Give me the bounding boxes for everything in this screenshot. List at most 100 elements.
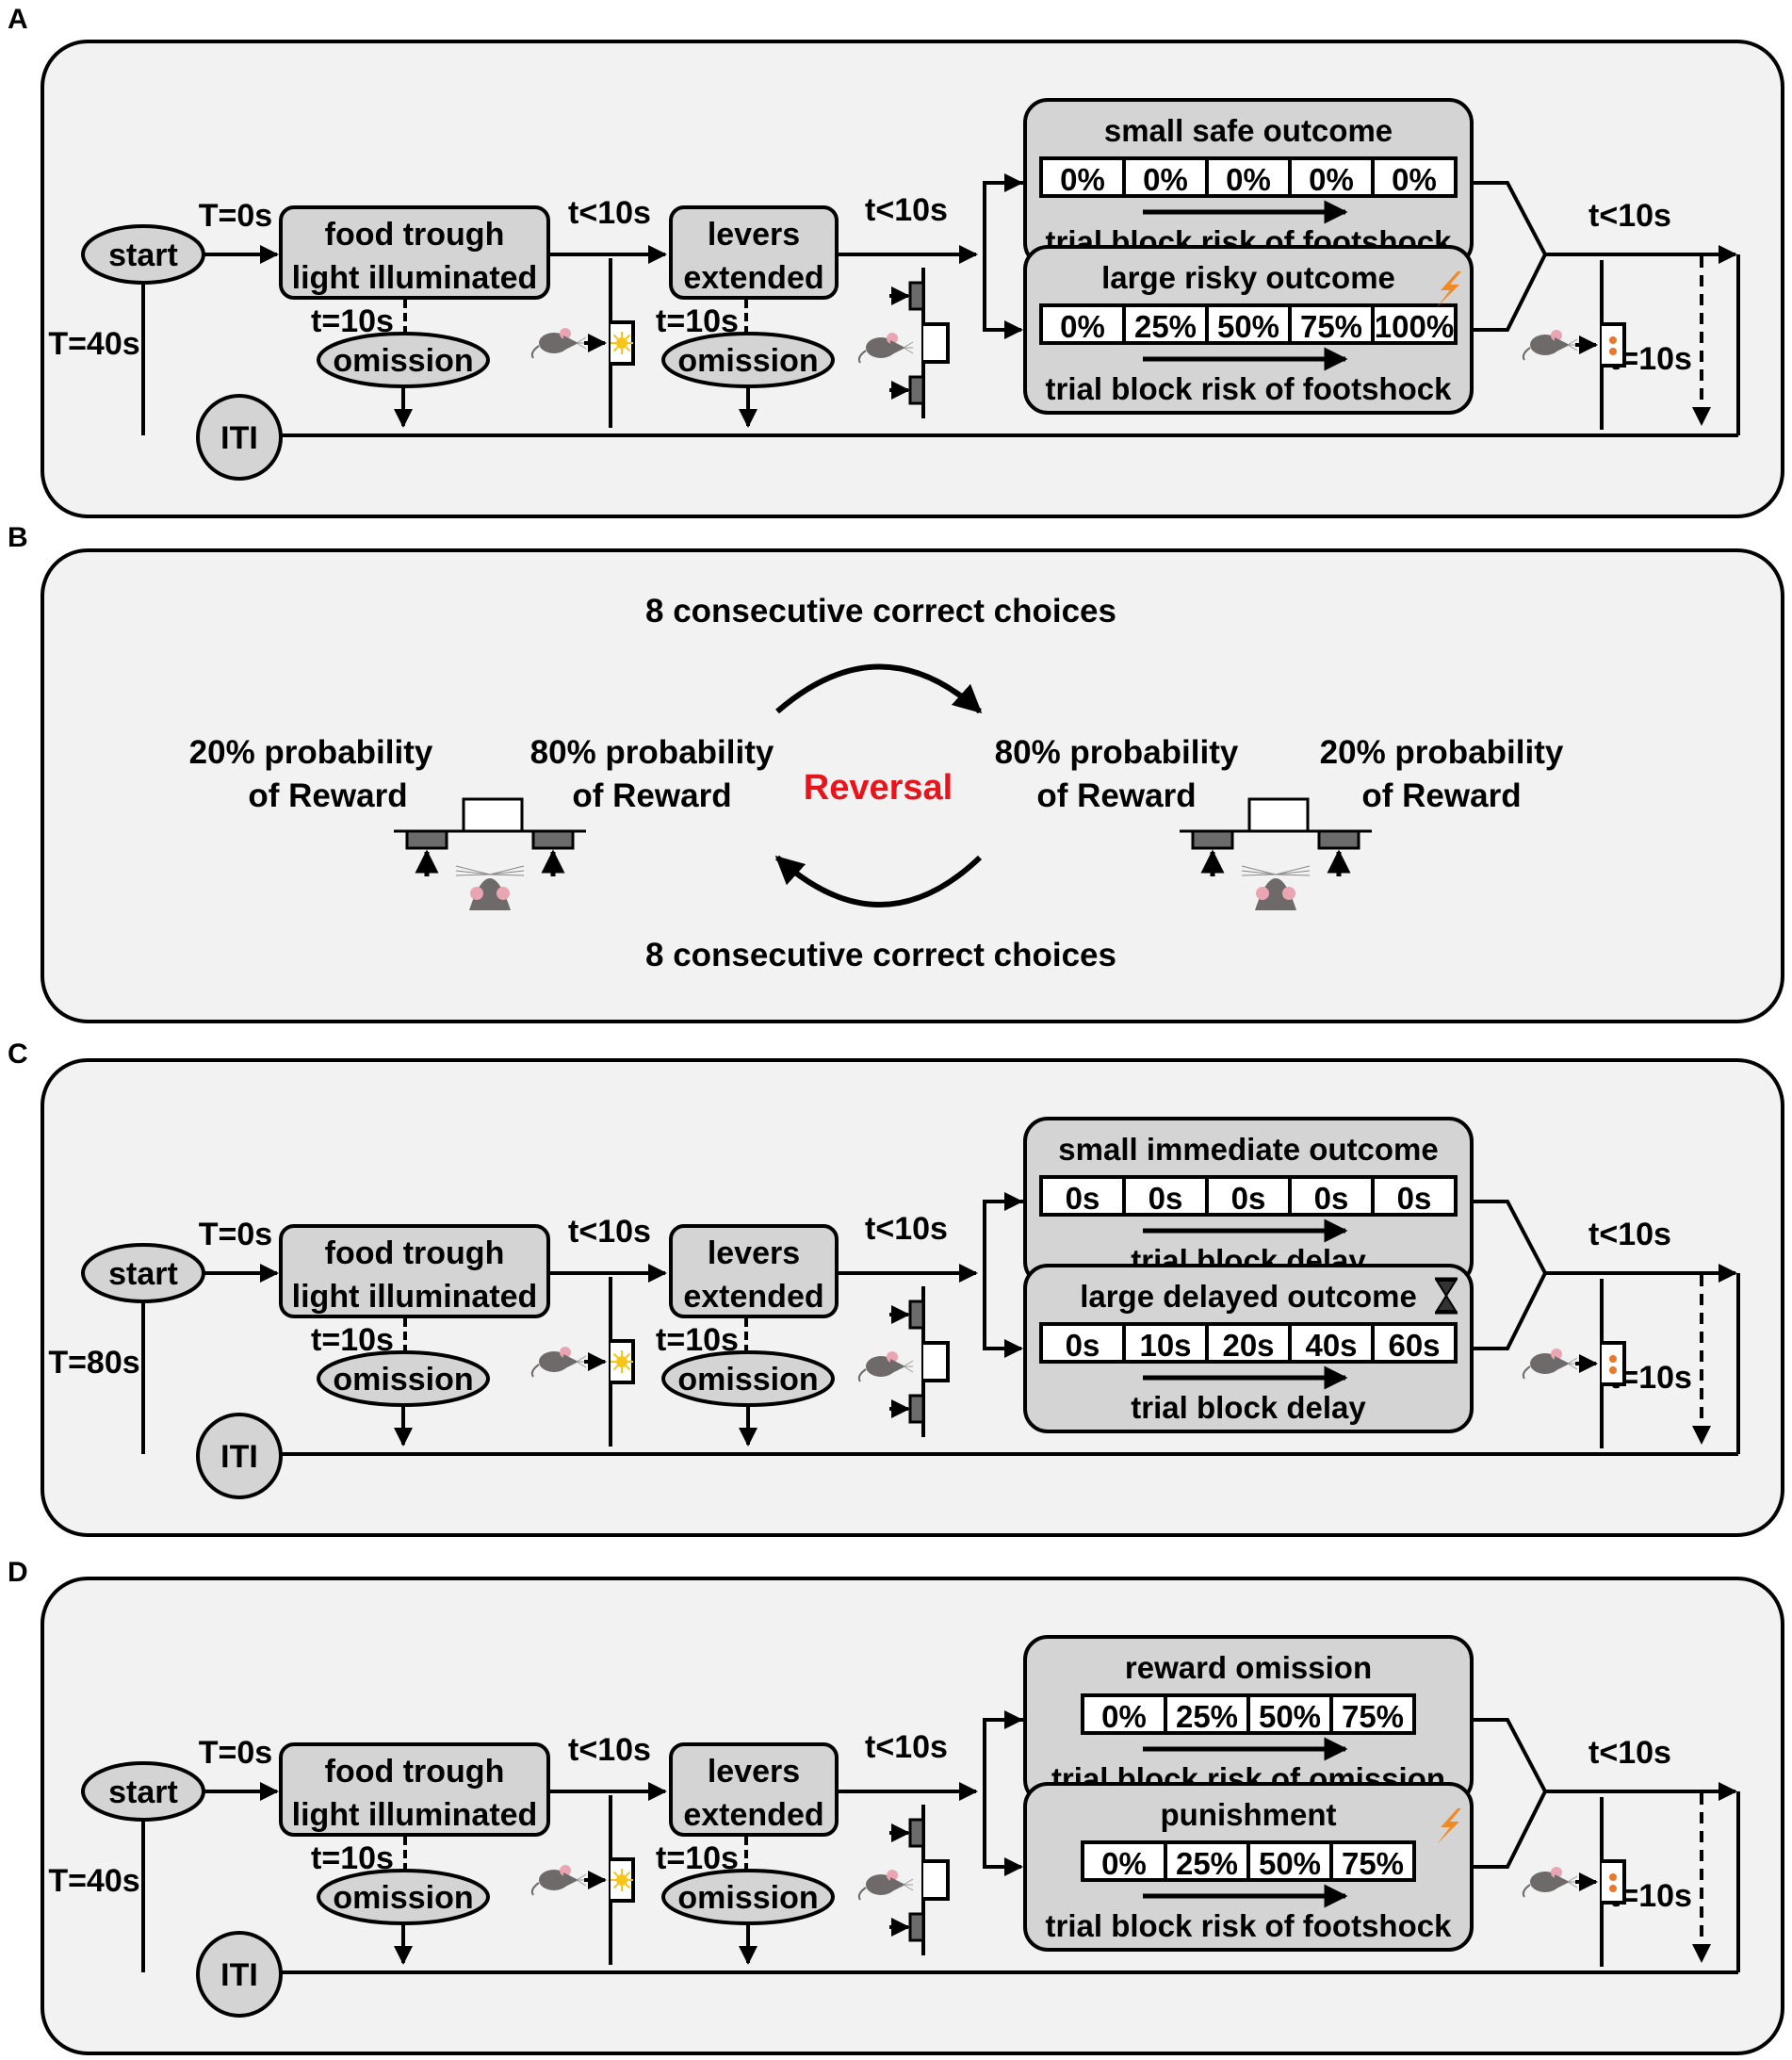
mouse-icon (857, 1870, 914, 1901)
block-cell (1164, 1693, 1250, 1735)
light-ray (625, 1883, 631, 1889)
block-cell (1288, 156, 1375, 198)
right-setup-left-label-line2: of Reward (1036, 777, 1196, 814)
bottom-outcome-footer: trial block risk of footshock (1046, 1908, 1453, 1943)
block-cell-label: 0% (1060, 309, 1105, 344)
block-cell (1371, 156, 1458, 198)
bottom-outcome-footer: trial block delay (1131, 1390, 1366, 1425)
lever-icon (1191, 829, 1234, 850)
food-trough (1602, 322, 1626, 368)
mouse-ear (560, 1865, 571, 1876)
panel-letter-d: D (8, 1557, 28, 1588)
light-icon (611, 332, 633, 354)
block-cell-label: 0% (1060, 162, 1105, 197)
mouse-whisker (455, 865, 491, 875)
omission2-label: omission (677, 1880, 818, 1916)
reversal-arrow-bottom (774, 855, 983, 907)
mouse-tail (857, 1368, 867, 1382)
start-label: start (108, 1256, 178, 1292)
light-ray (612, 1871, 619, 1877)
mouse-ear (887, 1351, 898, 1363)
block-cell (1329, 1693, 1416, 1735)
mouse-whisker (576, 1361, 587, 1368)
right-setup-left-label-line1: 80% probability (995, 734, 1239, 771)
food-trough (923, 1859, 950, 1901)
t-cycle-label: T=40s (48, 326, 139, 362)
mouse-whisker (1241, 870, 1277, 875)
t-cycle-label: T=80s (48, 1345, 139, 1381)
pellet-icon (1609, 1355, 1617, 1363)
block-cell (1039, 303, 1126, 345)
mouse-ear (560, 328, 571, 339)
block-cell-label: 0% (1143, 162, 1188, 197)
light-ray (612, 334, 619, 340)
light-ray (625, 1871, 631, 1877)
mouse-ear (1551, 1349, 1562, 1360)
block-cell-label: 100% (1375, 309, 1454, 344)
block-cell-label: 0% (1226, 162, 1271, 197)
mouse-icon (530, 1347, 587, 1378)
t3-label: t<10s (1588, 1217, 1671, 1252)
block-cell (1371, 1322, 1458, 1364)
mouse-ear (887, 1870, 898, 1881)
mouse-ear (560, 1347, 571, 1358)
block-cell (1039, 156, 1126, 198)
mouse-whisker (1275, 865, 1311, 875)
mouse-body (866, 1356, 896, 1377)
mouse-whisker (576, 1873, 587, 1881)
levers-box (669, 1224, 839, 1318)
mouse-head (563, 1872, 578, 1888)
right-setup-right-label-line2: of Reward (1361, 777, 1521, 814)
mouse-icon (1522, 330, 1578, 361)
block-cell (1371, 303, 1458, 345)
block-cell-label: 0% (1309, 162, 1354, 197)
iti-node (196, 394, 283, 481)
lever-icon (908, 375, 925, 405)
mouse-ear (1256, 887, 1269, 900)
lightning-icon (1437, 271, 1461, 307)
block-cell (1122, 303, 1209, 345)
food-trough-line2: light illuminated (292, 260, 538, 296)
mouse-whisker (576, 336, 587, 344)
mouse-whisker (903, 341, 914, 349)
mouse-body (1530, 1353, 1560, 1374)
block-cell (1371, 1175, 1458, 1217)
mouse-whisker (1567, 1357, 1578, 1365)
omission1-label: omission (333, 343, 473, 379)
mouse-ear (887, 333, 898, 344)
block-cell-label: 25% (1134, 309, 1197, 344)
block-cell-label: 25% (1176, 1699, 1238, 1734)
block-cell (1205, 156, 1292, 198)
light-core (616, 1356, 627, 1367)
food-trough-line2: light illuminated (292, 1279, 538, 1315)
mouse-head (1555, 1356, 1570, 1371)
mouse-head (890, 340, 905, 355)
lightning-icon (1437, 1808, 1461, 1844)
block-cell-label: 20s (1222, 1328, 1274, 1363)
top-outcome-title: small immediate outcome (1058, 1132, 1438, 1167)
light-core (616, 1874, 627, 1886)
panel-letter-c: C (8, 1038, 28, 1070)
mouse-whisker (455, 870, 491, 875)
levers-line2: extended (683, 1797, 823, 1833)
mouse-whisker (903, 1360, 914, 1367)
block-cell-label: 10s (1139, 1328, 1191, 1363)
lever-icon (531, 829, 575, 850)
lever-icon (908, 281, 925, 311)
mouse-body (866, 1874, 896, 1895)
mouse-head (563, 1354, 578, 1369)
food-trough-box (279, 1224, 550, 1318)
block-cell (1122, 1322, 1209, 1364)
mouse-whisker (489, 870, 525, 875)
reversal-label: Reversal (804, 768, 953, 808)
mouse-body (1255, 878, 1296, 910)
block-cell-label: 75% (1300, 309, 1362, 344)
top-outcome-title: small safe outcome (1104, 113, 1393, 148)
t1-label: t<10s (568, 1732, 651, 1768)
bottom-outcome-title: large delayed outcome (1080, 1279, 1417, 1314)
mouse-whisker (903, 1878, 914, 1886)
mouse-whisker (903, 1884, 914, 1891)
mouse-whisker (489, 865, 525, 875)
